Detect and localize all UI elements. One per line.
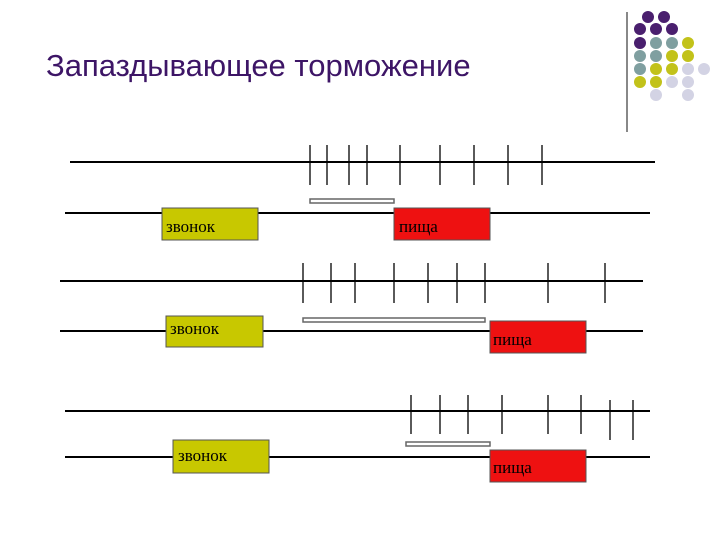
response-ticks [302, 263, 606, 303]
bell-label: звонок [166, 217, 216, 236]
dot-row-3 [634, 37, 694, 49]
food-label: пища [493, 330, 532, 349]
bell-box [165, 315, 264, 348]
dot-grid-icon [626, 11, 710, 132]
food-box [489, 320, 587, 354]
bell-label: звонок [170, 319, 220, 338]
food-label: пища [399, 217, 438, 236]
delay-bar [309, 198, 395, 204]
delay-bar [405, 441, 491, 447]
dot-row-7 [650, 89, 694, 101]
food-box [393, 207, 491, 241]
dot-row-5 [634, 63, 710, 75]
dot-row-6 [634, 76, 694, 88]
food-label: пища [493, 458, 532, 477]
response-ticks [410, 395, 634, 440]
food-box [489, 449, 587, 483]
bell-label: звонок [178, 446, 228, 465]
delay-bar [302, 317, 486, 323]
dot-row-1 [642, 11, 670, 23]
page-title: Запаздывающее торможение [46, 48, 471, 83]
timeline-2: звонок пища [60, 263, 643, 354]
response-ticks [309, 145, 543, 185]
dot-row-4 [634, 50, 694, 62]
dot-row-2 [634, 23, 678, 35]
timeline-3: звонок пища [65, 395, 650, 483]
bell-box [172, 439, 270, 474]
timeline-1: звонок пища [65, 145, 655, 241]
bell-box [161, 207, 259, 241]
